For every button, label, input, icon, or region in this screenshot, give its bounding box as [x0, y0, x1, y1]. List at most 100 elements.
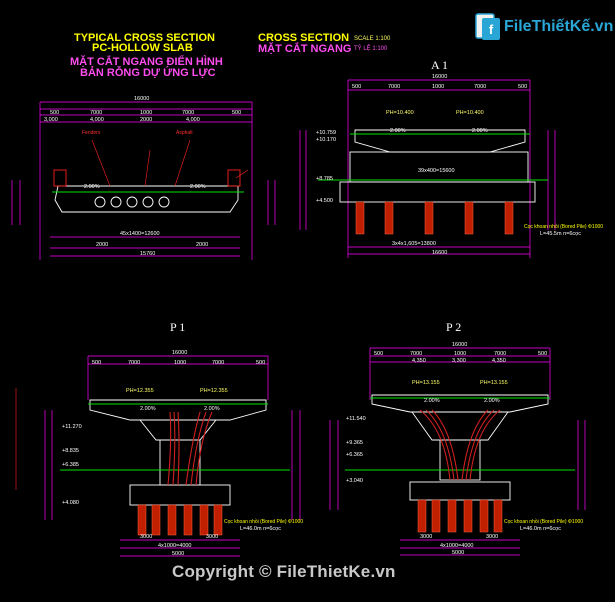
p2-dim-4: 7000: [494, 351, 507, 357]
a1-total-dim: 16000: [432, 74, 448, 80]
p2-level-4: +3.040: [346, 478, 363, 484]
a1-elev-left: PH=10.400: [386, 110, 414, 116]
typical-dim-1: 500: [50, 110, 60, 116]
a1-dim-5: 500: [518, 84, 528, 90]
p2-tendons: [419, 409, 501, 481]
a1-bottom-dim: 3x4x1,605=13800: [392, 241, 436, 247]
p2-cross-section: [329, 347, 586, 556]
p2-dimension-lines: [329, 347, 586, 556]
site-logo[interactable]: f FileThiếtKế.vn: [474, 12, 614, 44]
p2-mid-dim: 4x1000=4000: [440, 543, 474, 549]
p2-level-3: +6.365: [346, 452, 363, 458]
a1-slope-right: 2.00%: [472, 128, 488, 134]
filethietke-logo-icon: f: [475, 13, 500, 40]
a1-dim-2: 7000: [388, 84, 401, 90]
p1-pile-length: L=46.0m n=6cọc: [240, 526, 281, 532]
p1-dim-2: 7000: [128, 360, 141, 366]
typical-slope-right: 2.00%: [190, 184, 206, 190]
typical-sub-2: 4,000: [90, 117, 104, 123]
a1-dim-3: 1000: [432, 84, 445, 90]
typical-label-asphalt: Asphalt: [176, 130, 193, 136]
typical-sub-3: 2000: [140, 117, 153, 123]
a1-level-2: +10.170: [316, 137, 337, 143]
a1-elev-right: PH=10.400: [456, 110, 484, 116]
section-tag-p2: P 2: [446, 320, 462, 334]
typical-leader-lines: [91, 139, 249, 187]
scale-en: SCALE 1:100: [354, 36, 391, 42]
p2-bottom-1: 3000: [420, 534, 433, 540]
p2-dim-3: 1000: [454, 351, 467, 357]
typical-label-fenders: Fenders: [82, 130, 101, 136]
typical-dim-2: 7000: [90, 110, 103, 116]
cross-title-vn: MẶT CẮT NGANG: [258, 43, 352, 55]
svg-text:f: f: [489, 22, 494, 37]
p1-tendons: [167, 411, 213, 486]
typical-slab: [52, 169, 244, 213]
p1-level-4: +4.080: [62, 500, 79, 506]
p1-elev-right: PH=12.355: [200, 388, 228, 394]
typical-dim-5: 500: [232, 110, 242, 116]
a1-dim-1: 500: [352, 84, 362, 90]
p1-cross-section: [44, 355, 301, 557]
p2-pile-length: L=46.0m n=6cọc: [520, 526, 561, 532]
p2-total-dim: 16000: [452, 342, 468, 348]
p1-slope-left: 2.00%: [140, 406, 156, 412]
section-tag-a1: A 1: [431, 58, 449, 72]
p1-level-3: +6.385: [62, 462, 79, 468]
p1-structure: [60, 399, 290, 506]
p2-level-1: +11.540: [346, 416, 366, 422]
typical-title-en: TYPICAL CROSS SECTION: [74, 32, 215, 44]
a1-pile-note: Cọc khoan nhồi (Bored Pile) Φ1000: [524, 224, 604, 230]
p1-slope-right: 2.00%: [204, 406, 220, 412]
typical-mid-dim: 45x1400=12600: [120, 231, 160, 237]
p1-dim-4: 7000: [212, 360, 225, 366]
typical-sub-4: 4,000: [186, 117, 200, 123]
p1-pile-note: Cọc khoan nhồi (Bored Pile) Φ1000: [224, 519, 304, 525]
p1-dimension-lines: [44, 355, 301, 557]
p1-bottom-1: 3000: [140, 534, 153, 540]
section-tag-p1: P 1: [170, 320, 186, 334]
a1-overall-dim: 16600: [432, 250, 448, 256]
p2-sub-3: 4,350: [492, 358, 506, 364]
p2-dim-1: 500: [374, 351, 384, 357]
typical-total-dim: 16000: [134, 96, 150, 102]
a1-pile-length: L=45.5m n=6cọc: [540, 231, 581, 237]
p1-dim-3: 1000: [174, 360, 187, 366]
a1-structure: [318, 129, 548, 203]
p2-level-2: +9.365: [346, 440, 363, 446]
p2-elev-left: PH=13.155: [412, 380, 440, 386]
p2-structure: [345, 394, 575, 501]
typical-subtitle-vn: BẢN RỖNG DỰ ỨNG LỰC: [80, 67, 216, 79]
a1-slope-left: 2.00%: [390, 128, 406, 134]
a1-dim-4: 7000: [474, 84, 487, 90]
typical-subtitle-en: PC-HOLLOW SLAB: [92, 42, 193, 54]
p1-level-1: +11.270: [62, 424, 82, 430]
scale-vn: TỶ LỆ 1:100: [354, 46, 388, 52]
p2-pile-note: Cọc khoan nhồi (Bored Pile) Φ1000: [504, 519, 584, 525]
p1-level-2: +8.835: [62, 448, 79, 454]
p2-dim-5: 500: [538, 351, 548, 357]
p2-piles: [417, 499, 503, 533]
p2-bottom-2: 3000: [486, 534, 499, 540]
a1-mid-dim: 39x400=15600: [418, 168, 455, 174]
p2-slope-right: 2.00%: [484, 398, 500, 404]
typical-dim-4: 7000: [182, 110, 195, 116]
p2-sub-2: 3,300: [452, 358, 466, 364]
typical-title-vn: MẶT CẮT NGANG ĐIỂN HÌNH: [70, 56, 223, 68]
a1-piles: [355, 201, 514, 235]
p2-sub-1: 4,350: [412, 358, 426, 364]
typical-bottom-1: 2000: [96, 242, 109, 248]
copyright-text: Copyright © FileThietKe.vn: [172, 562, 396, 581]
typical-overall-dim: 15760: [140, 251, 156, 257]
p2-dim-2: 7000: [410, 351, 423, 357]
p1-mid-dim: 4x1000=4000: [158, 543, 192, 549]
typical-cross-section: [11, 101, 276, 260]
a1-level-1: +10.759: [316, 130, 337, 136]
typical-sub-1: 3,000: [44, 117, 58, 123]
a1-level-4: +4.500: [316, 198, 333, 204]
p1-dim-1: 500: [92, 360, 102, 366]
p1-overall-dim: 5000: [172, 551, 185, 557]
p2-slope-left: 2.00%: [424, 398, 440, 404]
logo-text: FileThiếtKế.vn: [504, 18, 614, 35]
